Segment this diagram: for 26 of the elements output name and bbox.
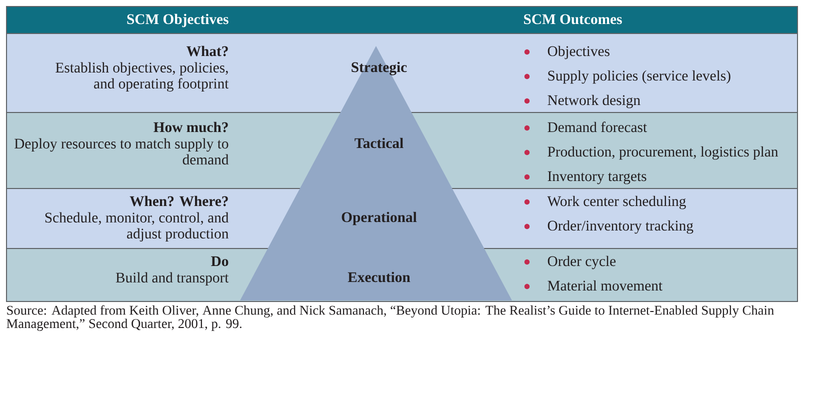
question-heading: When? Where? bbox=[130, 196, 228, 206]
question-heading: How much? bbox=[154, 122, 228, 132]
column-heading: SCM Outcomes bbox=[524, 14, 622, 24]
description: Establish objectives, policies, and operating footprint bbox=[56, 62, 229, 92]
description: Schedule, monitor, control, and adjust production bbox=[45, 212, 229, 242]
outcome-item: Inventory targets bbox=[548, 171, 646, 184]
level-label: Strategic bbox=[352, 62, 407, 76]
description: Deploy resources to match supply to demand bbox=[14, 138, 229, 165]
level-label: Execution bbox=[348, 272, 410, 282]
outcome-item: Demand forecast bbox=[548, 122, 647, 132]
level-label: Operational bbox=[342, 212, 417, 226]
description: Build and transport bbox=[116, 272, 229, 286]
outcome-item: Order cycle bbox=[548, 256, 616, 270]
level-label: Tactical bbox=[354, 138, 404, 148]
outcome-item: Supply policies (service levels) bbox=[548, 70, 730, 84]
outcome-item: Order/inventory tracking bbox=[548, 220, 694, 234]
outcome-item: Production, procurement, logistics plan bbox=[548, 146, 778, 160]
question-heading: What? bbox=[186, 46, 228, 56]
outcome-item: Objectives bbox=[548, 46, 610, 60]
outcome-item: Material movement bbox=[548, 280, 662, 291]
outcome-item: Network design bbox=[548, 94, 640, 108]
question-heading: Do bbox=[211, 256, 228, 266]
pyramid bbox=[240, 46, 512, 300]
source-note: Source: Adapted from Keith Oliver, Anne Chung, and Nick Samanach, “Beyond Utopia: The Realist’s Guide to Internet-Enabled Supply Chain Management,” Second Quarter, 2001, p. 99. bbox=[6, 305, 774, 331]
column-heading: SCM Objectives bbox=[127, 14, 228, 28]
outcome-item: Work center scheduling bbox=[547, 196, 686, 210]
